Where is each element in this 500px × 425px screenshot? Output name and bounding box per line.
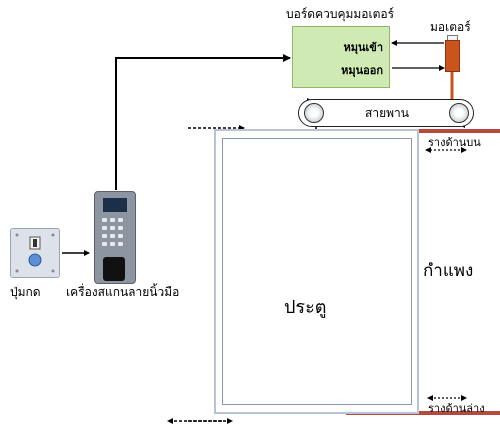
fingerprint-sensor-icon — [103, 257, 125, 281]
motor-control-board: หมุนเข้า หมุนออก — [292, 26, 390, 88]
wall-label: กำแพง — [423, 261, 474, 281]
right-pulley-icon — [449, 103, 469, 123]
upper-rail — [346, 129, 500, 133]
exit-button-label: ปุ่มกด — [10, 285, 41, 299]
fingerprint-scanner-label: เครื่องสแกนลายนิ้วมือ — [66, 285, 180, 299]
scanner-to-board-arrow — [115, 54, 291, 190]
board-title: บอร์ดควบคุมมอเตอร์ — [286, 7, 395, 21]
rotate-out-label: หมุนออก — [341, 64, 383, 77]
door-label: ประตู — [284, 297, 327, 318]
door-panel — [222, 138, 412, 405]
rotate-in-label: หมุนเข้า — [343, 41, 383, 54]
scanner-screen — [103, 198, 127, 212]
motor-label: มอเตอร์ — [430, 20, 471, 34]
door-frame — [214, 129, 419, 414]
lower-rail-label: รางด้านล่าง — [428, 402, 485, 415]
belt — [298, 99, 474, 127]
lower-rail — [346, 411, 500, 415]
scanner-keypad — [101, 216, 129, 254]
push-button-icon — [10, 228, 60, 278]
upper-rail-label: รางด้านบน — [428, 136, 481, 149]
motor-icon — [445, 40, 460, 72]
belt-label: สายพาน — [365, 106, 409, 120]
left-pulley-icon — [304, 103, 324, 123]
